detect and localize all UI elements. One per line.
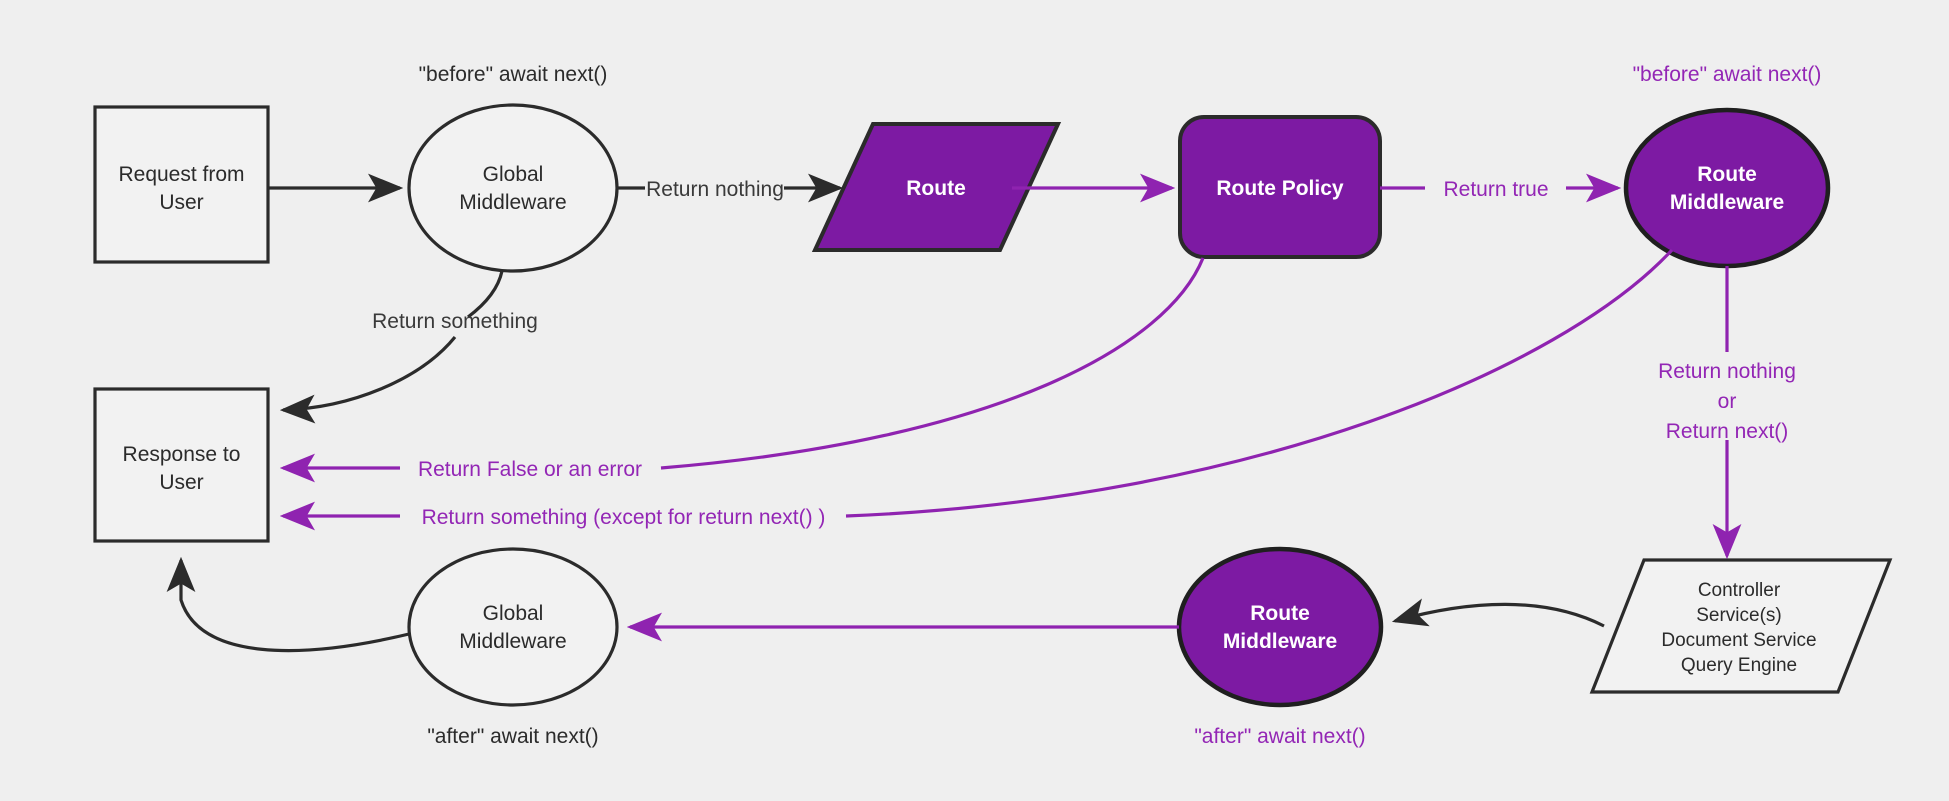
node-request-from-user-shape <box>93 105 270 264</box>
edge-route-middleware-to-response-something <box>845 248 1674 518</box>
edge-global-middleware-return-something-upper <box>467 270 504 319</box>
edge-global-middleware-bottom-to-response <box>166 556 410 653</box>
node-route-policy-shape <box>1178 115 1382 259</box>
edge-global-middleware-return-something-to-response <box>279 335 457 424</box>
node-global-middleware-top-shape <box>407 103 619 273</box>
edge-controller-to-route-middleware-bottom <box>1391 598 1605 628</box>
node-response-to-user-shape <box>93 387 270 543</box>
edge-route-policy-to-response-false <box>660 257 1205 470</box>
node-controller-stack-shape <box>1589 558 1893 694</box>
node-route-shape <box>811 122 1062 252</box>
node-global-middleware-bottom-shape <box>407 547 619 707</box>
node-route-middleware-bottom-shape <box>1176 546 1384 708</box>
node-route-middleware-top-shape <box>1623 107 1831 269</box>
